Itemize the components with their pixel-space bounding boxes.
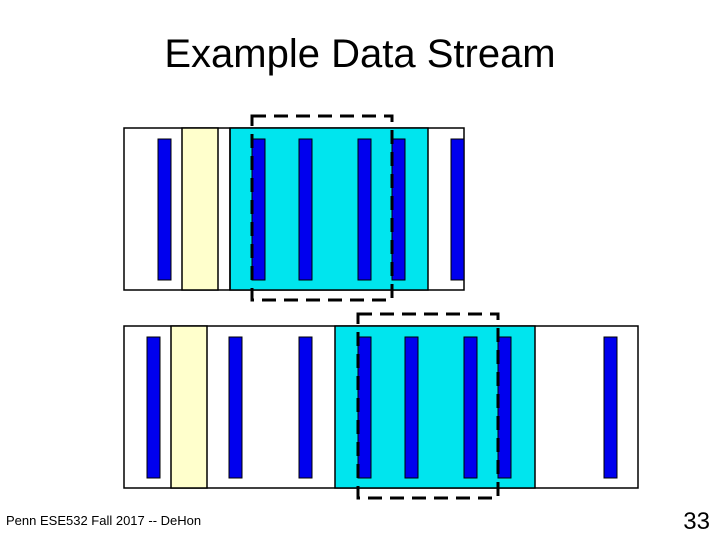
stream-1-bar-3 xyxy=(298,138,313,281)
slide-title: Example Data Stream xyxy=(164,32,556,76)
stream-1-bar-4 xyxy=(357,138,372,281)
stream-2-bar-3 xyxy=(298,336,313,479)
stream-2-bar-6 xyxy=(463,336,478,479)
stream-2-bar-8 xyxy=(603,336,618,479)
stream-2-window xyxy=(356,312,500,500)
stream-1 xyxy=(123,114,465,302)
stream-2-bar-1 xyxy=(146,336,161,479)
stream-2-bar-2 xyxy=(228,336,243,479)
page-number: 33 xyxy=(683,508,710,535)
stream-1-bar-2 xyxy=(251,138,266,281)
stream-2-bar-5 xyxy=(404,336,419,479)
stream-2-bar-7 xyxy=(497,336,512,479)
stream-1-bar-6 xyxy=(450,138,465,281)
stream-1-window xyxy=(250,114,394,302)
stream-2-bar-4 xyxy=(357,336,372,479)
stream-1-bar-5 xyxy=(391,138,406,281)
slide-footer: Penn ESE532 Fall 2017 -- DeHon xyxy=(6,513,202,528)
stream-1-bar-1 xyxy=(157,138,172,281)
stream-2-cell-yellow xyxy=(170,325,208,489)
stream-1-cell-yellow xyxy=(181,127,219,291)
stream-2 xyxy=(123,312,639,500)
